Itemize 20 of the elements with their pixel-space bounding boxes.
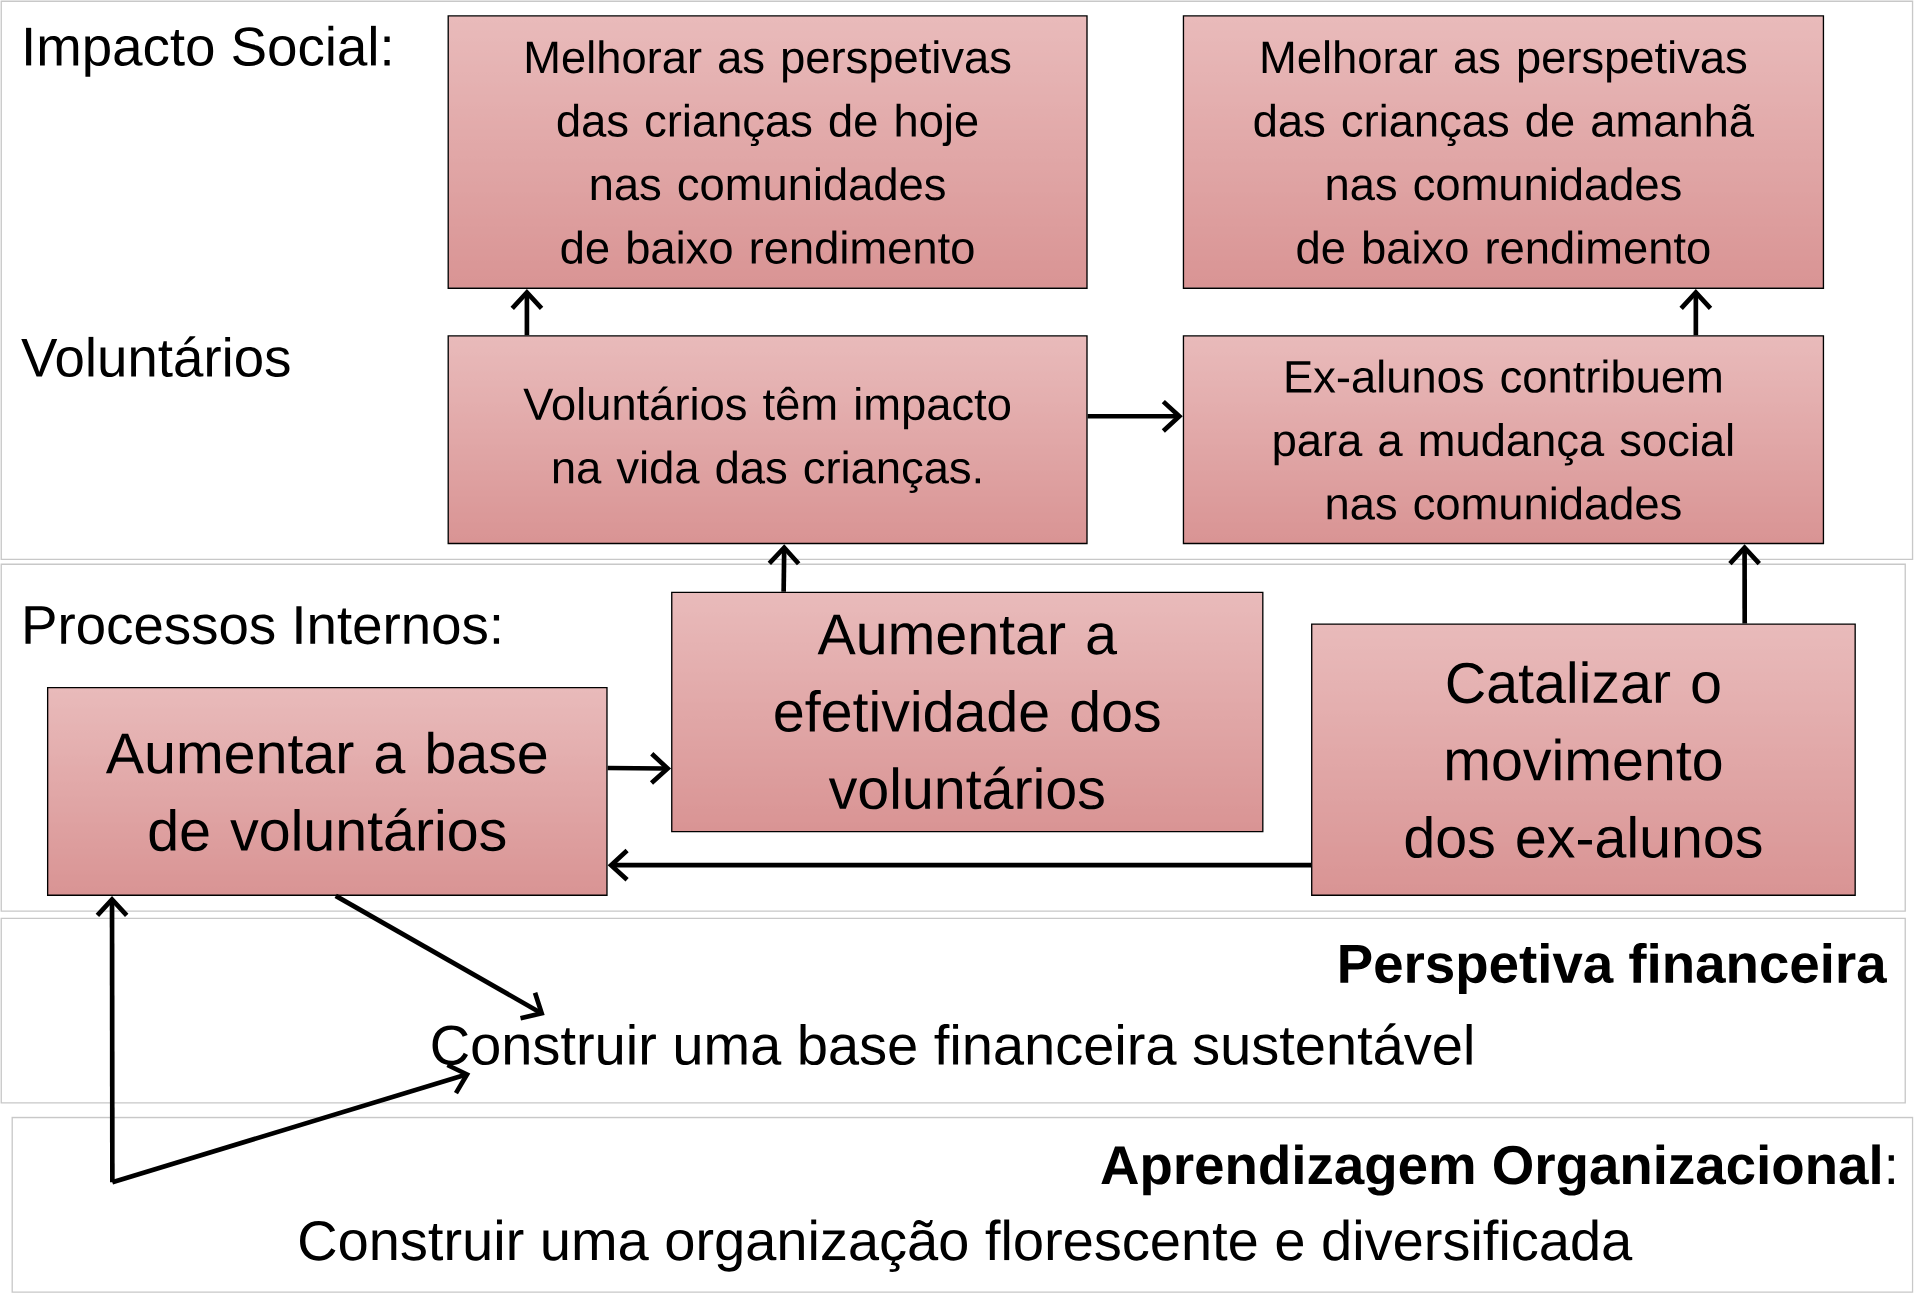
arrow	[1087, 399, 1183, 433]
section-heading: Impacto Social:	[26, 25, 390, 77]
arrow	[1728, 543, 1761, 624]
section-heading: Voluntários	[21, 336, 290, 377]
process-box: Aumentar a base de voluntários	[47, 686, 608, 896]
process-box: Voluntários têm impacto na vida das crianças.	[447, 335, 1088, 544]
section-heading: Perspetiva financeira	[1340, 942, 1887, 994]
process-box: Aumentar a efetividade dos voluntários	[671, 591, 1264, 833]
arrow	[607, 848, 1312, 882]
goal-text: Construir uma organização florescente e diversificada	[300, 1219, 1633, 1272]
process-box: Ex-alunos contribuem para a mudança social nas comunidades	[1182, 335, 1825, 544]
process-box: Melhorar as perspetivas das crianças de amanhã nas comunidades de baixo rendimento	[1182, 15, 1825, 289]
process-box: Melhorar as perspetivas das crianças de hoje nas comunidades de baixo rendimento	[447, 15, 1088, 289]
section-heading: Aprendizagem Organizacional:	[1101, 1144, 1894, 1196]
goal-text: Construir uma base financeira sustentável	[432, 1023, 1472, 1065]
arrow	[111, 1062, 471, 1185]
arrow	[334, 893, 545, 1021]
section-heading: Processos Internos:	[25, 606, 500, 645]
process-box: Catalizar o movimento dos ex-alunos	[1311, 623, 1856, 896]
arrow	[95, 895, 129, 1183]
